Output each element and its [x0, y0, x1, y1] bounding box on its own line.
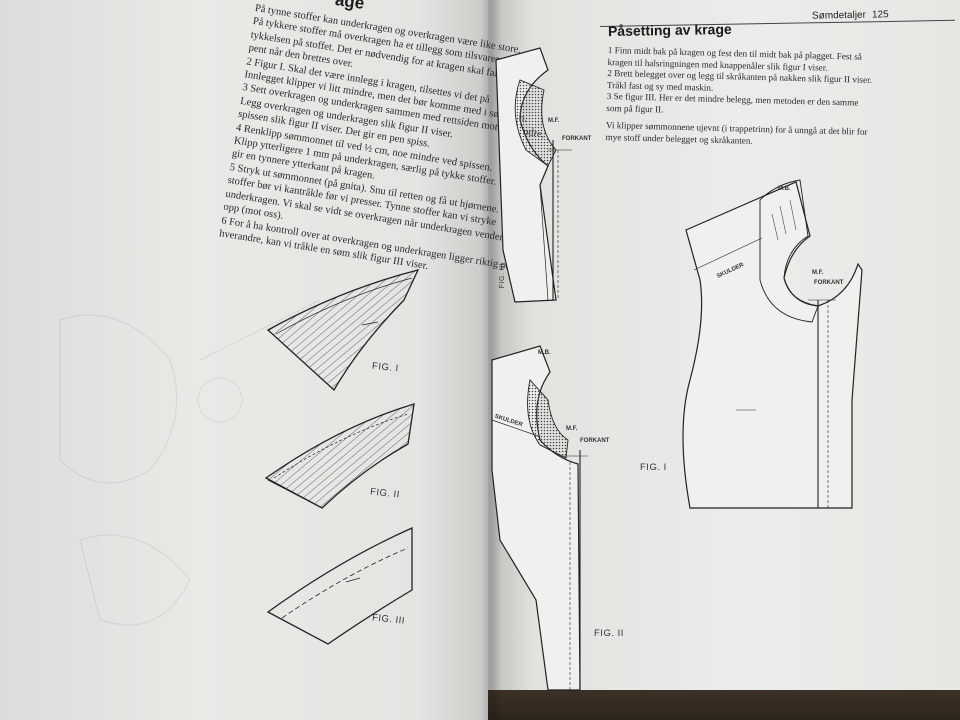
- book-gutter: [480, 0, 502, 720]
- right-fig-3-label: FIG. III: [499, 262, 507, 289]
- page-edge: [488, 690, 960, 720]
- right-fig-1-label: FIG. I: [640, 462, 667, 473]
- fig3-mf-label: M.F.: [548, 118, 560, 124]
- fig1-mb-label: M.B.: [778, 186, 791, 192]
- right-fig-1: [682, 179, 863, 509]
- ghost-drawing: [59, 299, 321, 626]
- left-page: [0, 0, 492, 720]
- fig1-mf-label: M.F.: [812, 270, 824, 276]
- fig2-forkant-label: FORKANT: [580, 438, 610, 444]
- left-fig-3: [266, 526, 413, 645]
- right-fig-2: [491, 345, 588, 691]
- right-fig-3: [495, 47, 572, 303]
- fig2-mf-label: M.F.: [566, 426, 578, 432]
- fig1-forkant-label: FORKANT: [814, 280, 844, 286]
- fig2-mb-label: M.B.: [538, 350, 551, 356]
- left-fig-2: [264, 403, 415, 509]
- left-fig-1: [266, 269, 420, 392]
- fig3-forkant-label: FORKANT: [562, 136, 592, 142]
- right-fig-2-label: FIG. II: [594, 628, 624, 639]
